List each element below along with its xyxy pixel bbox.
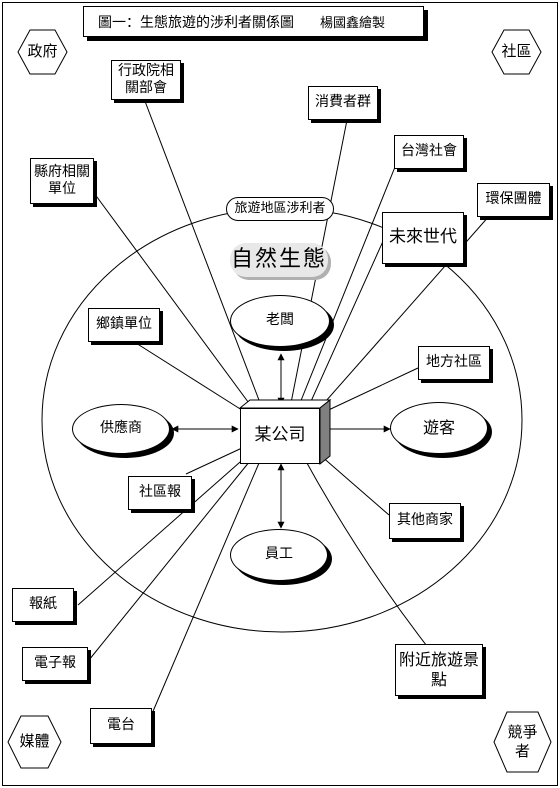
- node-nearby-attractions: 附近旅遊景點: [395, 644, 483, 696]
- node-boss: 老闆: [230, 295, 330, 347]
- corner-community: 社區: [501, 42, 532, 61]
- line-future-generations: [307, 238, 385, 409]
- corner-government: 政府: [27, 42, 58, 61]
- node-environmental-groups: 環保團體: [477, 183, 550, 217]
- line-nearby-attractions: [302, 455, 431, 651]
- hexagon-top-left: [17, 29, 68, 75]
- hexagon-top-right: [491, 29, 542, 75]
- ecology-label: 自然生態: [230, 243, 328, 277]
- node-radio: 電台: [90, 708, 152, 744]
- node-tourist: 遊客: [390, 402, 488, 454]
- node-local-community: 地方社區: [418, 346, 490, 380]
- diagram-title: 圖一：生態旅遊的涉利者關係圖 楊國鑫繪製: [83, 6, 424, 37]
- line-other-businesses: [319, 454, 390, 516]
- line-executive-yuan: [142, 95, 263, 409]
- line-taiwan-society: [297, 161, 398, 409]
- node-newspaper: 報紙: [12, 588, 74, 622]
- title-text: 圖一：生態旅遊的涉利者關係圖: [98, 14, 294, 31]
- circle-label: 旅遊地區涉利者: [226, 197, 334, 221]
- node-county-units: 縣府相關單位: [30, 158, 94, 204]
- node-taiwan-society: 台灣社會: [394, 135, 464, 169]
- author-credit: 楊國鑫繪製: [320, 16, 386, 31]
- line-newspaper: [77, 454, 249, 606]
- node-employee: 員工: [230, 529, 328, 581]
- node-center-company: 某公司: [240, 408, 320, 464]
- corner-competitors: 競爭者: [507, 722, 538, 761]
- node-supplier: 供應商: [72, 404, 170, 454]
- node-other-businesses: 其他商家: [389, 503, 461, 539]
- inner-arrows: [171, 353, 391, 529]
- node-executive-yuan: 行政院相關部會: [111, 60, 181, 100]
- node-community-newspaper: 社區報: [128, 476, 192, 510]
- node-consumer-group: 消費者群: [308, 86, 378, 120]
- node-e-newsletter: 電子報: [22, 647, 88, 681]
- line-local-community: [319, 367, 419, 415]
- corner-media: 媒體: [19, 732, 50, 751]
- line-county-units: [93, 192, 255, 411]
- node-township-units: 鄉鎮單位: [88, 308, 160, 342]
- hexagon-bottom-right: [493, 711, 552, 773]
- line-e-newsletter: [88, 455, 255, 661]
- line-township-units: [127, 337, 246, 413]
- node-future-generations: 未來世代: [382, 212, 464, 264]
- center-box-side: [319, 398, 331, 466]
- line-radio: [150, 455, 263, 717]
- hexagon-bottom-left: [7, 715, 62, 769]
- center-box-top: [238, 399, 332, 409]
- line-community-newspaper: [185, 447, 243, 475]
